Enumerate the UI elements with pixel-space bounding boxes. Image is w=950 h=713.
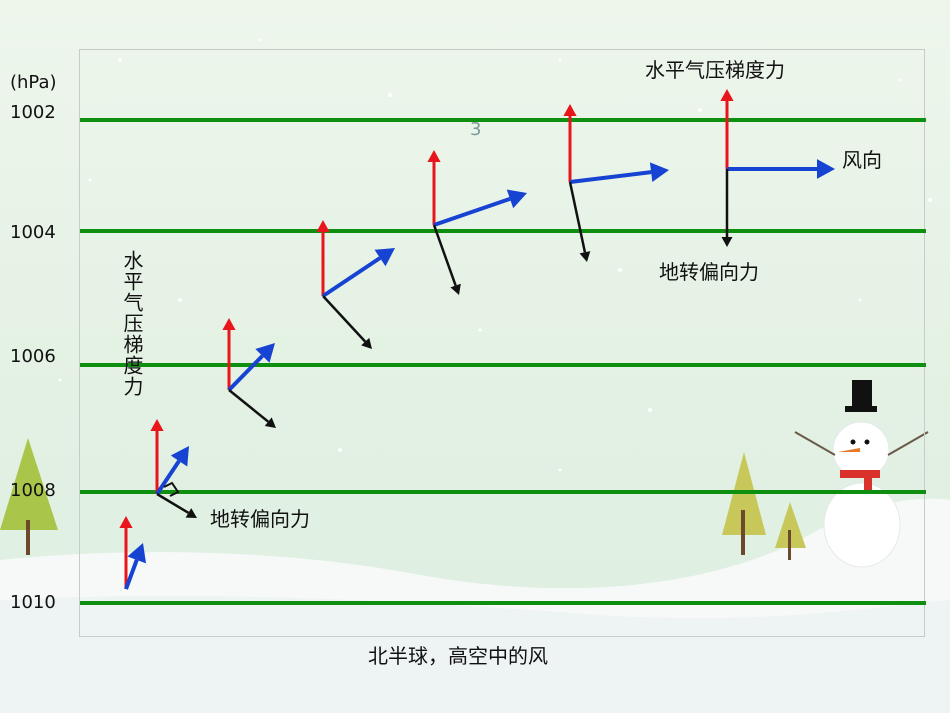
wind-arrow-4 — [321, 248, 395, 298]
wind-arrow-1 — [124, 543, 147, 590]
snowflakes — [58, 38, 932, 472]
pgf-label-top: 水平气压梯度力 — [645, 58, 785, 82]
snowman-icon — [794, 380, 929, 568]
wind-arrow-2 — [155, 446, 189, 496]
pgf-arrow-6 — [563, 104, 577, 182]
coriolis-label-top: 地转偏向力 — [659, 260, 759, 284]
wind-arrow-3 — [227, 343, 275, 392]
pgf-arrow-2 — [150, 419, 164, 494]
wind-arrow-6 — [569, 162, 669, 184]
isobar-label-1010: 1010 — [10, 592, 56, 613]
isobar-label-1006: 1006 — [10, 346, 56, 367]
right-angle-marker — [163, 481, 180, 497]
wind-direction-label: 风向 — [842, 148, 882, 172]
tree-left-icon — [0, 438, 58, 555]
wind-arrow-7 — [727, 159, 835, 179]
pgf-label-vertical: 水平气压梯度力 — [120, 250, 144, 397]
isobar-label-1002: 1002 — [10, 102, 56, 123]
pgf-arrow-1 — [119, 516, 133, 589]
slide-number: 3 — [470, 119, 482, 140]
coriolis-arrow-2 — [156, 492, 197, 518]
coriolis-label-bottom: 地转偏向力 — [210, 507, 310, 531]
coriolis-arrow-4 — [322, 295, 372, 349]
coriolis-arrow-6 — [568, 181, 591, 262]
isobar-label-1008: 1008 — [10, 480, 56, 501]
pgf-arrow-5 — [427, 150, 441, 225]
diagram-caption: 北半球，高空中的风 — [368, 644, 548, 668]
snow-hill-shadow — [0, 595, 950, 713]
isobar-label-1004: 1004 — [10, 222, 56, 243]
pressure-unit-label: (hPa) — [10, 72, 57, 93]
diagram-frame — [79, 49, 925, 637]
coriolis-arrow-5 — [432, 224, 461, 295]
wind-arrow-5 — [433, 189, 527, 227]
pgf-arrow-3 — [222, 318, 236, 390]
coriolis-arrow-3 — [228, 389, 276, 428]
pgf-arrow-4 — [316, 220, 330, 296]
pgf-arrow-7 — [720, 89, 734, 169]
coriolis-arrow-7 — [721, 169, 733, 247]
